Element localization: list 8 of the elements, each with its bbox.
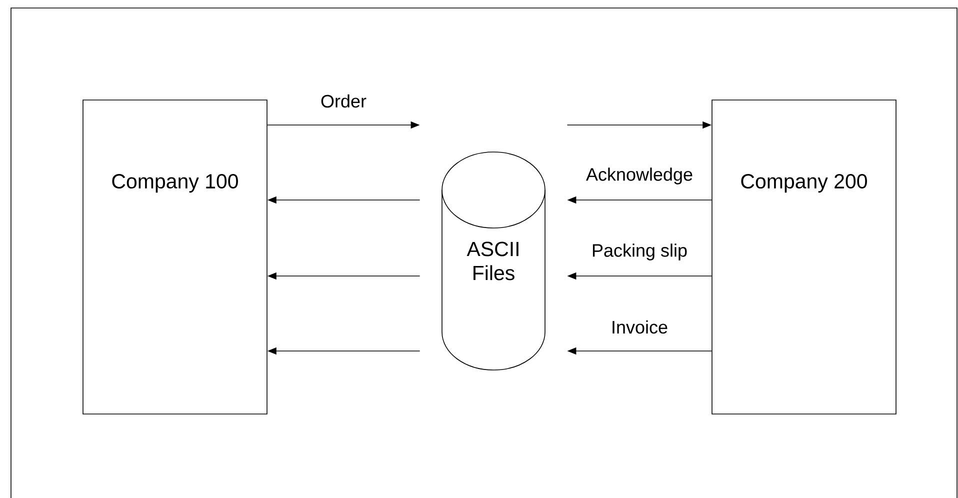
edge-label: Acknowledge bbox=[586, 168, 692, 184]
company-box: Company 200 bbox=[712, 100, 896, 414]
edge-label: Order bbox=[321, 94, 366, 108]
company-box: Company 100 bbox=[82, 100, 268, 414]
edge-label: Packing slip bbox=[592, 244, 687, 260]
storage-cylinder: ASCII Files bbox=[442, 152, 546, 370]
node-label: ASCII Files bbox=[466, 242, 518, 280]
edge-label: Invoice bbox=[612, 320, 668, 334]
